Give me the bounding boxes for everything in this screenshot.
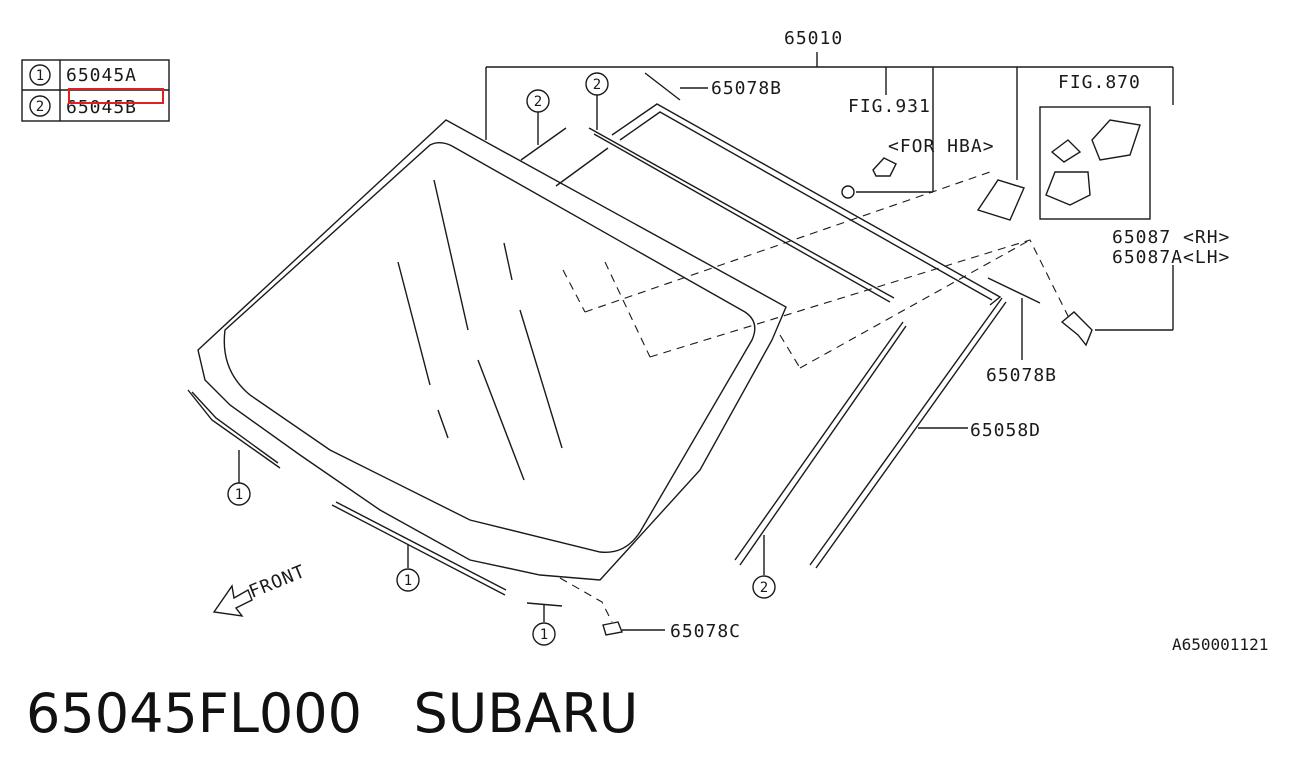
- front-arrow-icon: [212, 584, 253, 617]
- legend-num-1: 1: [36, 68, 44, 84]
- bracket-part: [1060, 311, 1093, 347]
- label-65078b-right: 65078B: [986, 365, 1057, 386]
- callout-1-bottom: [532, 622, 556, 646]
- label-65058d: 65058D: [970, 420, 1041, 441]
- front-arrow: FRONT: [212, 561, 309, 617]
- drawing-code: A650001121: [1172, 635, 1269, 654]
- svg-text:2: 2: [593, 77, 601, 93]
- svg-text:1: 1: [404, 573, 412, 589]
- label-fig931: FIG.931: [848, 96, 931, 117]
- label-fig870: FIG.870: [1058, 72, 1141, 93]
- label-front: FRONT: [246, 561, 309, 603]
- label-for-hba: <FOR HBA>: [888, 136, 995, 157]
- fig870-box: FIG.870 65087 <RH> 65087A<LH>: [1039, 72, 1230, 347]
- callout-1-left: [227, 482, 251, 506]
- label-65010: 65010: [784, 28, 843, 49]
- label-65087a-lh: 65087A<LH>: [1112, 247, 1230, 268]
- windshield-glass: [197, 119, 787, 581]
- side-moldings: 65078B 65058D 2: [734, 277, 1057, 599]
- caption: 65045FL000 SUBARU: [26, 682, 638, 745]
- legend-callout-1: [29, 64, 51, 86]
- legend-part-2: 65045B: [66, 97, 137, 118]
- legend-table: 1 65045A 2 65045B: [21, 59, 170, 122]
- upper-moldings: 2 2 65078B: [520, 72, 1002, 306]
- svg-text:2: 2: [760, 580, 768, 596]
- mirror-base-part: [976, 179, 1025, 221]
- label-65078c: 65078C: [670, 621, 741, 642]
- svg-text:1: 1: [235, 487, 243, 503]
- legend-part-1: 65045A: [66, 65, 137, 86]
- legend-callout-2: [29, 95, 51, 117]
- svg-text:2: 2: [534, 94, 542, 110]
- hba-sensor-part: [872, 157, 897, 177]
- assembly-leaders: 65010: [485, 28, 1174, 331]
- highlight-box: [68, 88, 164, 104]
- caption-brand: SUBARU: [413, 682, 639, 745]
- label-65078b-upper: 65078B: [711, 78, 782, 99]
- lower-moldings: 1 1 1 65078C: [187, 389, 741, 646]
- legend-num-2: 2: [36, 99, 44, 115]
- callout-1-center: [396, 568, 420, 592]
- hba-sensor: FIG.931 <FOR HBA>: [841, 96, 1025, 221]
- callout-2-lower: [752, 575, 776, 599]
- caption-part-number: 65045FL000: [26, 682, 362, 745]
- svg-text:1: 1: [540, 627, 548, 643]
- clip-65078c-part: [602, 621, 623, 636]
- label-65087-rh: 65087 <RH>: [1112, 227, 1230, 248]
- dashed-outlines: [559, 171, 1071, 623]
